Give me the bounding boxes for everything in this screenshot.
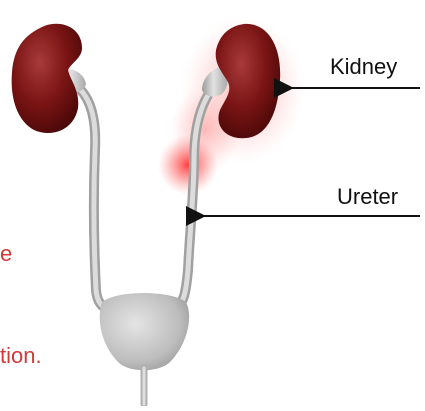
ureter-label: Ureter — [337, 185, 398, 209]
ureter-inflammation-hotspot — [158, 135, 218, 195]
cropped-caption-line-1: e — [0, 242, 12, 266]
left-ureter — [70, 82, 110, 310]
kidney-label: Kidney — [330, 55, 397, 79]
cropped-caption-line-2: tion. — [0, 344, 42, 368]
bladder — [100, 293, 189, 370]
